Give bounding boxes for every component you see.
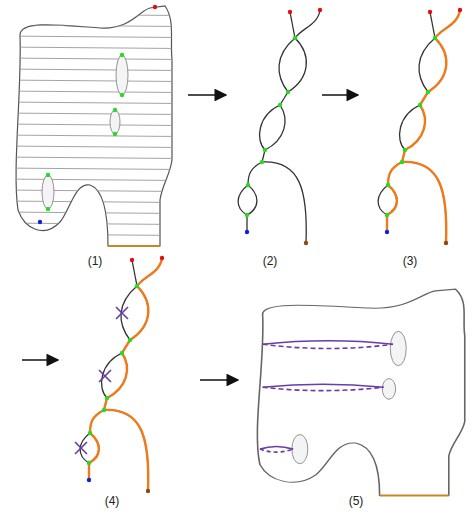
cut-surface: [257, 289, 464, 495]
reeb-graph-cut: [75, 256, 164, 493]
reeb-graph: [238, 8, 322, 245]
panel-number: (1): [88, 254, 103, 268]
surface-figure: [0, 5, 180, 247]
panel-number: (4): [105, 494, 120, 508]
panel-number: (3): [403, 254, 418, 268]
panel-number: (5): [349, 494, 364, 508]
panel-number: (2): [263, 254, 278, 268]
reeb-graph-tree: [378, 8, 462, 245]
